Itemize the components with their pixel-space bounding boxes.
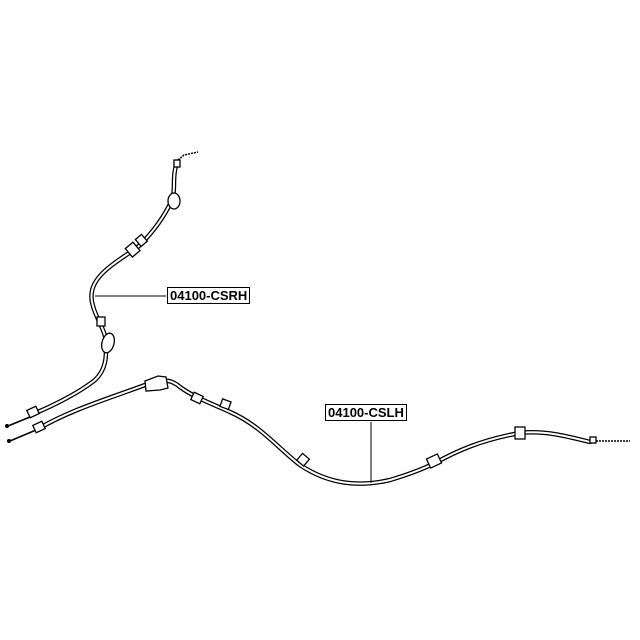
- cable-rh: [5, 151, 199, 428]
- cable-lh: [7, 375, 630, 486]
- part-label-lh: 04100-CSLH: [325, 404, 407, 421]
- part-label-rh: 04100-CSRH: [167, 287, 251, 304]
